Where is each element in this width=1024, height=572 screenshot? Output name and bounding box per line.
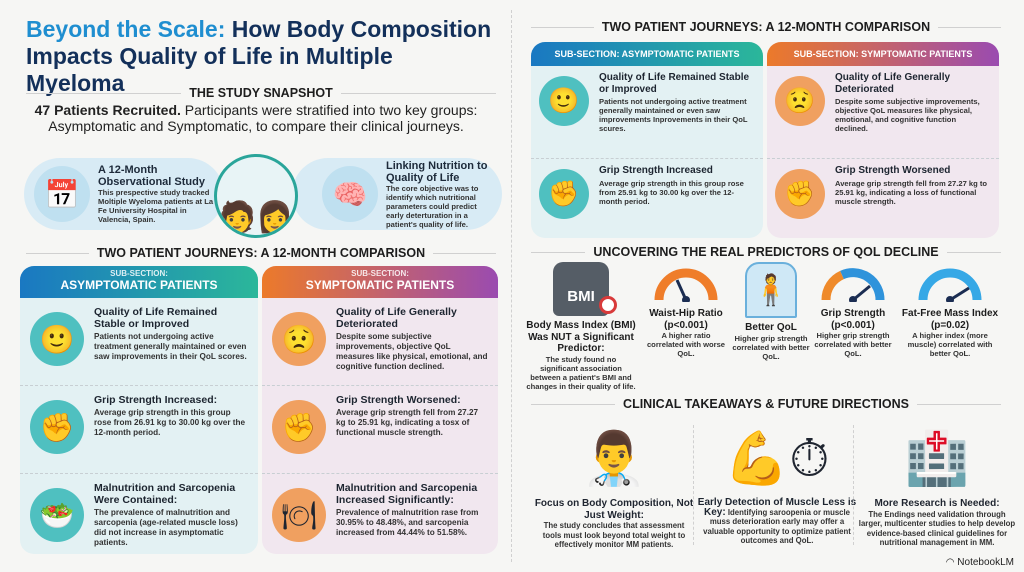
journeys-heading: TWO PATIENT JOURNEYS: A 12-MONTH COMPARI… xyxy=(26,246,496,260)
list-item: 🙂Quality of Life Remained Stable or Impr… xyxy=(531,66,763,159)
hand-grip-icon: ✊ xyxy=(775,169,825,219)
gauge-icon xyxy=(821,268,885,302)
snapshot-heading: THE STUDY SNAPSHOT xyxy=(26,86,496,100)
asymptomatic-panel-right: SUB-SECTION: ASYMPTOMATIC PATIENTS 🙂Qual… xyxy=(531,42,763,238)
symptomatic-panel-right: SUB-SECTION: SYMPTOMATIC PATIENTS 😟Quali… xyxy=(767,42,999,238)
brain-heart-icon: 🧠 xyxy=(322,166,378,222)
hospital-icon: 🏥 xyxy=(904,430,970,488)
predictor-waist-hip: Waist-Hip Ratio (p<0.001)A higher ratio … xyxy=(645,262,727,358)
takeaways-heading: CLINICAL TAKEAWAYS & FUTURE DIRECTIONS xyxy=(531,397,1001,411)
predictor-ffmi: Fat-Free Mass Index (p=0.02)A higher ind… xyxy=(900,262,1000,358)
asymptomatic-panel: SUB-SECTION:ASYMPTOMATIC PATIENTS 🙂Quali… xyxy=(20,266,258,554)
notebooklm-logo: ◠ NotebookLM xyxy=(945,557,1014,568)
panel-title: SUB-SECTION: ASYMPTOMATIC PATIENTS xyxy=(531,42,763,66)
list-item: ✊Grip Strength Increased:Average grip st… xyxy=(20,386,258,474)
symptomatic-panel: SUB-SECTION:SYMPTOMATIC PATIENTS 😟Qualit… xyxy=(262,266,498,554)
predictor-bmi: BMI Body Mass Index (BMI) Was NUT a Sign… xyxy=(526,262,636,391)
list-item: ✊Grip Strength Worsened:Average grip str… xyxy=(262,386,498,474)
muscle-clock-icon: 💪⏱ xyxy=(724,430,830,488)
list-item: 🥗Malnutrition and Sarcopenia Were Contai… xyxy=(20,474,258,554)
panel-title: SYMPTOMATIC PATIENTS xyxy=(305,278,455,292)
list-item: 🙂Quality of Life Remained Stable or Impr… xyxy=(20,298,258,386)
happy-man-icon: 🙂 xyxy=(30,312,84,366)
predictor-grip-strength: Grip Strength (p<0.001)Higher grip stren… xyxy=(812,262,894,358)
food-hand-icon: 🍽 xyxy=(272,488,326,542)
takeaway-more-research: 🏥More Research is Needed:The Endings nee… xyxy=(857,420,1017,548)
patients-icon: 🧑👩 xyxy=(214,154,298,238)
snapshot-text: 47 Patients Recruited. Participants were… xyxy=(34,102,478,134)
hand-grip-icon: ✊ xyxy=(272,400,326,454)
doctor-scanner-icon: 👨‍⚕️ xyxy=(581,430,647,488)
gauge-icon xyxy=(654,268,718,302)
panel-title: ASYMPTOMATIC PATIENTS xyxy=(60,278,218,292)
takeaway-body-composition: 👨‍⚕️Focus on Body Composition, Not Just … xyxy=(534,420,694,550)
sad-woman-icon: 😟 xyxy=(775,76,825,126)
happy-man-icon: 🙂 xyxy=(539,76,589,126)
hand-grip-icon: ✊ xyxy=(30,400,84,454)
calendar-search-icon: 📅 xyxy=(34,166,90,222)
sad-woman-icon: 😟 xyxy=(272,312,326,366)
journeys-heading-right: TWO PATIENT JOURNEYS: A 12-MONTH COMPARI… xyxy=(531,20,1001,34)
page-title: Beyond the Scale: How Body Composition I… xyxy=(26,16,492,96)
column-divider xyxy=(511,10,512,562)
food-muscle-icon: 🥗 xyxy=(30,488,84,542)
takeaway-early-detection: 💪⏱Early Detection of Muscle Less is Key:… xyxy=(697,420,857,546)
predictors-heading: UNCOVERING THE REAL PREDICTORS OF QOL DE… xyxy=(531,245,1001,259)
hand-grip-icon: ✊ xyxy=(539,169,589,219)
panel-title: SUB-SECTION: SYMPTOMATIC PATIENTS xyxy=(767,42,999,66)
gauge-icon xyxy=(918,268,982,302)
list-item: 🍽Malnutrition and Sarcopenia Increased S… xyxy=(262,474,498,554)
scale-bmi-icon: BMI xyxy=(553,262,617,316)
body-scan-icon: 🧍 xyxy=(745,262,797,318)
